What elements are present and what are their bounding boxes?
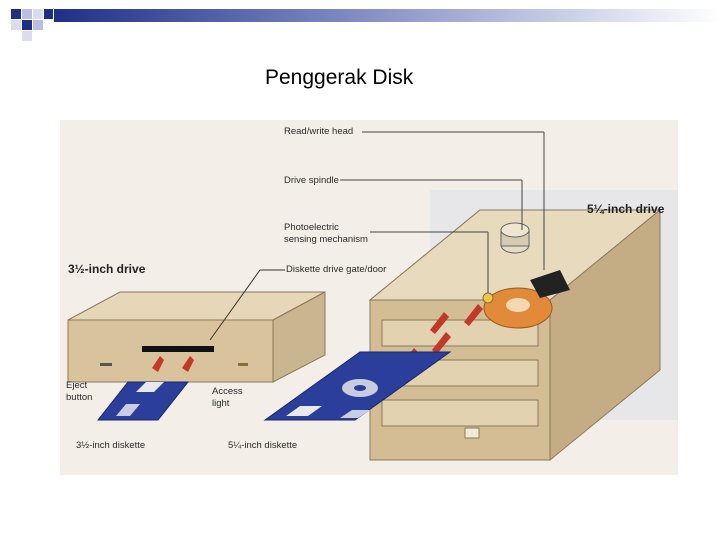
label-read-write-head: Read/write head (284, 126, 354, 137)
read-write-head (530, 270, 570, 298)
drive-35-access-light (238, 363, 248, 366)
label-photoelectric-2: sensing mechanism (284, 234, 368, 245)
arrow-35-left (152, 356, 164, 372)
label-eject-2: button (66, 392, 93, 403)
drive-525-slot-lower (381, 399, 539, 427)
diskette-525-window (340, 410, 370, 418)
disk-drive-illustration: Read/write head Drive spindle Photoelect… (60, 120, 678, 475)
decor-square-dark-1 (11, 9, 21, 19)
arrow-525-top-right (464, 304, 483, 326)
label-photoelectric-1: Photoelectric (284, 222, 339, 233)
drive-35-eject-button (100, 363, 112, 366)
leader-gate-door (209, 269, 261, 341)
decor-square-dark-2 (22, 20, 32, 30)
diskette-35-label (116, 404, 140, 416)
arrow-35-right (182, 356, 194, 372)
decor-square-light-3 (11, 20, 21, 30)
label-drive-35: 3½-inch drive (68, 262, 146, 276)
header-gradient-bar (54, 9, 720, 22)
slide-title: Penggerak Disk (265, 66, 414, 89)
decor-square-light-4 (33, 20, 43, 30)
spinning-disk-hub (506, 298, 530, 312)
diskette-35-shutter (136, 382, 164, 392)
spindle-cap (500, 222, 530, 238)
label-access-1: Access (212, 386, 243, 397)
diskette-525-hole (354, 385, 366, 391)
drive-35-slot (142, 346, 214, 352)
photoelectric-sensor (482, 292, 494, 304)
decor-square-light-1 (22, 9, 32, 19)
diskette-525-label (286, 406, 322, 416)
label-access-2: light (212, 398, 230, 409)
drive-525-button (464, 427, 480, 439)
label-diskette-35: 3½-inch diskette (76, 440, 146, 451)
arrow-525-top (430, 312, 449, 334)
label-diskette-525: 5¼-inch diskette (228, 440, 298, 451)
label-drive-spindle: Drive spindle (284, 175, 339, 186)
decor-square-dark-3 (44, 9, 53, 19)
arrow-525-mid-right (432, 332, 451, 354)
label-gate-door: Diskette drive gate/door (286, 264, 387, 275)
label-drive-525: 5¼-inch drive (587, 202, 665, 216)
diskette-35 (96, 381, 190, 421)
label-eject-1: Eject (66, 380, 88, 391)
decor-square-light-5 (22, 31, 32, 41)
disk-drive-drawing (60, 120, 678, 475)
decor-square-light-2 (33, 9, 43, 19)
